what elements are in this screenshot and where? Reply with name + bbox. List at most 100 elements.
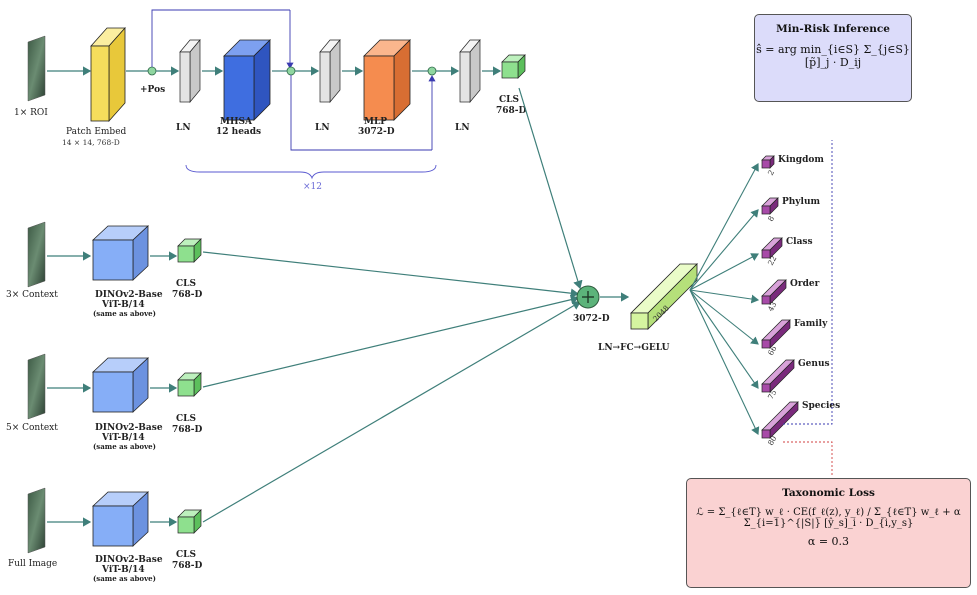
- order-label: Order: [790, 279, 820, 289]
- branch3-backbone-variant: ViT-B/14: [101, 565, 145, 575]
- family-output-block: [761, 319, 791, 349]
- cls-top-dims: 768-D: [496, 106, 527, 116]
- ln2-label: LN: [315, 123, 330, 133]
- branch1-backbone-cube: [91, 225, 150, 281]
- arrow-b1-concat: [202, 251, 580, 298]
- ln3-label: LN: [455, 123, 470, 133]
- branch2-cls-name: CLS: [176, 414, 196, 424]
- loss-alpha: α = 0.3: [807, 535, 850, 548]
- mlp-block: [363, 39, 411, 121]
- kingdom-output-block: [761, 155, 775, 169]
- arrow-top-cls-concat: [518, 87, 583, 290]
- ln3-block: [459, 39, 481, 103]
- branch3-backbone-name: DINOv2-Base: [95, 555, 163, 565]
- full-image: [27, 487, 46, 554]
- class-output-block: [761, 237, 783, 259]
- pos-add-node: [147, 66, 157, 76]
- loss-title: Taxonomic Loss: [782, 487, 875, 499]
- phylum-output-block: [761, 197, 779, 215]
- branch1-cls-name: CLS: [176, 279, 196, 289]
- branch2-cls-cube: [177, 372, 202, 397]
- context5-image: [27, 353, 46, 420]
- kingdom-label: Kingdom: [778, 155, 824, 165]
- class-label: Class: [786, 237, 813, 247]
- branch1-cls-cube: [177, 238, 202, 263]
- species-label: Species: [802, 401, 840, 411]
- roi-image: [27, 35, 46, 102]
- cls-top-name: CLS: [499, 95, 519, 105]
- patch-embed-dims: 14 × 14, 768-D: [62, 138, 120, 147]
- branch2-cls-dims: 768-D: [172, 425, 203, 435]
- fc-head-label: LN→FC→GELU: [598, 343, 670, 353]
- genus-count: 75: [766, 388, 779, 401]
- concat-label: 3072-D: [573, 314, 610, 324]
- branch3-backbone-note: (same as above): [93, 574, 156, 583]
- branch3-backbone-cube: [91, 491, 150, 547]
- patch-embed-name: Patch Embed: [66, 127, 127, 137]
- min-risk-inference-box: Min-Risk Inference ŝ = arg min_{i∈S} Σ_{…: [754, 14, 912, 102]
- repeat-label: ×12: [303, 182, 322, 192]
- roi-label: 1× ROI: [14, 108, 48, 118]
- residual-add-node-2: [427, 66, 437, 76]
- ln1-label: LN: [176, 123, 191, 133]
- mlp-dims: 3072-D: [358, 127, 395, 137]
- class-count: 22: [766, 254, 779, 267]
- kingdom-count: 2: [766, 168, 776, 177]
- patch-embed-block: [90, 26, 126, 123]
- mhsa-heads: 12 heads: [216, 127, 261, 137]
- species-to-loss-link: [783, 441, 833, 476]
- residual-add-node-1: [286, 66, 296, 76]
- arrow-to-species: [689, 289, 760, 435]
- arrow-to-class: [689, 253, 759, 291]
- repeat-brace: [185, 164, 437, 180]
- arrow-b2-concat: [202, 294, 580, 388]
- genus-label: Genus: [798, 359, 830, 369]
- branch1-backbone-note: (same as above): [93, 309, 156, 318]
- arrow-to-genus: [689, 289, 759, 389]
- inference-title: Min-Risk Inference: [776, 23, 890, 35]
- arrow-to-order: [689, 289, 760, 304]
- branch1-input-label: 3× Context: [6, 290, 58, 300]
- mhsa-block: [223, 39, 271, 121]
- order-output-block: [761, 279, 787, 305]
- output-heads: Kingdom2Phylum8Class22Order43Family66Gen…: [689, 155, 840, 447]
- mlp-name: MLP: [364, 117, 387, 127]
- branch3-input-label: Full Image: [8, 559, 57, 569]
- branch2-backbone-cube: [91, 357, 150, 413]
- species-output-block: [761, 401, 799, 439]
- branch1-backbone-variant: ViT-B/14: [101, 300, 145, 310]
- family-count: 66: [766, 344, 779, 357]
- branch1-backbone-name: DINOv2-Base: [95, 290, 163, 300]
- branch3-cls-name: CLS: [176, 550, 196, 560]
- branch3-cls-dims: 768-D: [172, 561, 203, 571]
- arrow-to-family: [689, 289, 759, 345]
- species-count: 80: [766, 434, 779, 447]
- residual-skip-1: [151, 9, 290, 67]
- fc-head-block: [630, 263, 698, 330]
- branch2-backbone-name: DINOv2-Base: [95, 423, 163, 433]
- ln2-block: [319, 39, 341, 103]
- loss-formula: ℒ = Σ_{ℓ∈T} w_ℓ · CE(f_ℓ(z), y_ℓ) / Σ_{ℓ…: [696, 507, 961, 529]
- species-to-inference-link: [783, 140, 833, 425]
- repeat-bracket: [290, 75, 432, 151]
- branch2-backbone-variant: ViT-B/14: [101, 433, 145, 443]
- branch3-cls-cube: [177, 509, 202, 534]
- branch1-cls-dims: 768-D: [172, 290, 203, 300]
- taxonomic-loss-box: Taxonomic Loss ℒ = Σ_{ℓ∈T} w_ℓ · CE(f_ℓ(…: [686, 478, 971, 588]
- concat-node: [576, 285, 600, 309]
- phylum-count: 8: [766, 214, 776, 223]
- ln1-block: [179, 39, 201, 103]
- order-count: 43: [766, 300, 779, 313]
- branch2-input-label: 5× Context: [6, 423, 58, 433]
- arrow-b3-concat: [202, 301, 582, 523]
- family-label: Family: [794, 319, 828, 329]
- cls-top-cube: [501, 54, 526, 79]
- arrow-to-phylum: [689, 209, 759, 291]
- pos-label: +Pos: [140, 85, 165, 95]
- arrow-to-kingdom: [689, 163, 759, 291]
- branch2-backbone-note: (same as above): [93, 442, 156, 451]
- genus-output-block: [761, 359, 795, 393]
- context3-image: [27, 221, 46, 288]
